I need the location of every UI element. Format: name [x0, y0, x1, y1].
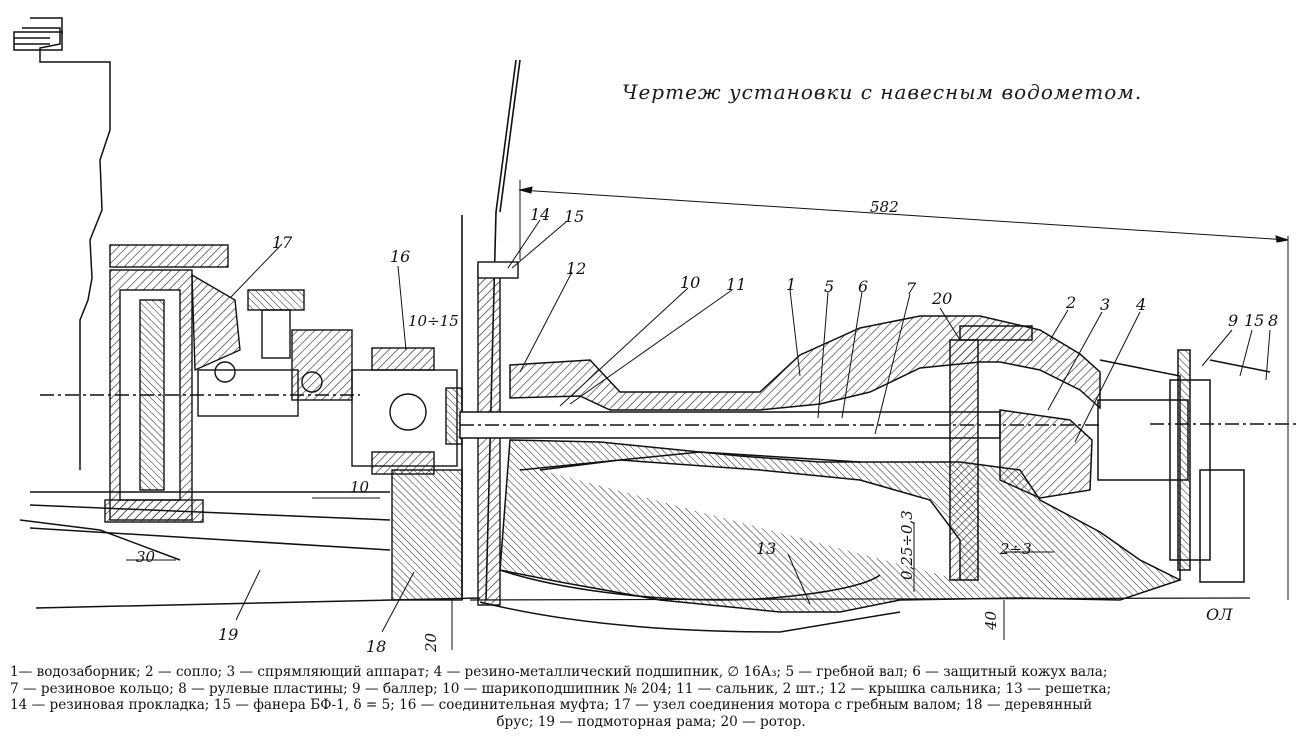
part-label: 12: [566, 259, 586, 278]
part-label: 18: [366, 637, 386, 656]
part-label: 13: [756, 539, 776, 558]
coupling-16: [351, 347, 463, 475]
drawing-title: Чертеж установки с навесным водометом.: [622, 80, 1143, 104]
part-label: 7: [906, 279, 917, 298]
part-labels: 14 15 12 10 11 1 5 6 7 20 2 3 4 9 15 8 1…: [218, 205, 1278, 656]
part-label: 9: [1228, 311, 1238, 330]
caption-line: 1— водозаборник; 2 — сопло; 3 — спрямляю…: [10, 664, 1108, 680]
leader-lines: [229, 219, 1271, 633]
dimension-labels: 582 10÷15 10 30 20 40 0,25÷0,3 2÷3 ОЛ: [136, 198, 1233, 653]
part-label: 15: [1244, 311, 1264, 330]
dimension-label: 0,25÷0,3: [898, 510, 916, 580]
dimension-label: 582: [870, 198, 899, 216]
technical-drawing: 14 15 12 10 11 1 5 6 7 20 2 3 4 9 15 8 1…: [13, 17, 1300, 656]
waterline-label: ОЛ: [1206, 605, 1233, 624]
part-label: 11: [726, 275, 746, 294]
part-label: 20: [931, 289, 952, 308]
part-label: 16: [390, 247, 410, 266]
caption-line: 14 — резиновая прокладка; 15 — фанера БФ…: [10, 697, 1093, 714]
part-label: 14: [530, 205, 550, 224]
motor-outline: [13, 17, 111, 470]
figure-caption: 1— водозаборник; 2 — сопло; 3 — спрямляю…: [10, 664, 1292, 730]
part-label: 2: [1065, 293, 1076, 312]
caption-line: 7 — резиновое кольцо; 8 — рулевые пласти…: [10, 680, 1112, 697]
dimension-lines: [126, 180, 1289, 650]
dimension-label: 10÷15: [408, 312, 459, 330]
part-label: 3: [1100, 295, 1110, 314]
part-label: 4: [1135, 295, 1146, 314]
grille-and-frame: [19, 491, 1251, 633]
part-label: 5: [824, 277, 834, 296]
part-label: 15: [564, 207, 584, 226]
part-label: 17: [272, 233, 293, 252]
water-jet-body: [459, 315, 1300, 613]
part-label: 10: [680, 273, 700, 292]
part-label: 8: [1268, 311, 1278, 330]
part-label: 1: [786, 275, 796, 294]
dimension-label: 10: [350, 478, 370, 496]
transom-flange: [391, 261, 519, 606]
dimension-label: 30: [136, 548, 156, 566]
caption-line: брус; 19 — подмоторная рама; 20 — ротор.: [496, 713, 806, 730]
motor-coupling-unit: [40, 244, 360, 523]
dimension-label: 20: [422, 632, 440, 653]
part-label: 19: [218, 625, 238, 644]
dimension-label: 2÷3: [999, 540, 1032, 558]
part-label: 6: [858, 277, 868, 296]
dimension-label: 40: [982, 610, 1000, 631]
